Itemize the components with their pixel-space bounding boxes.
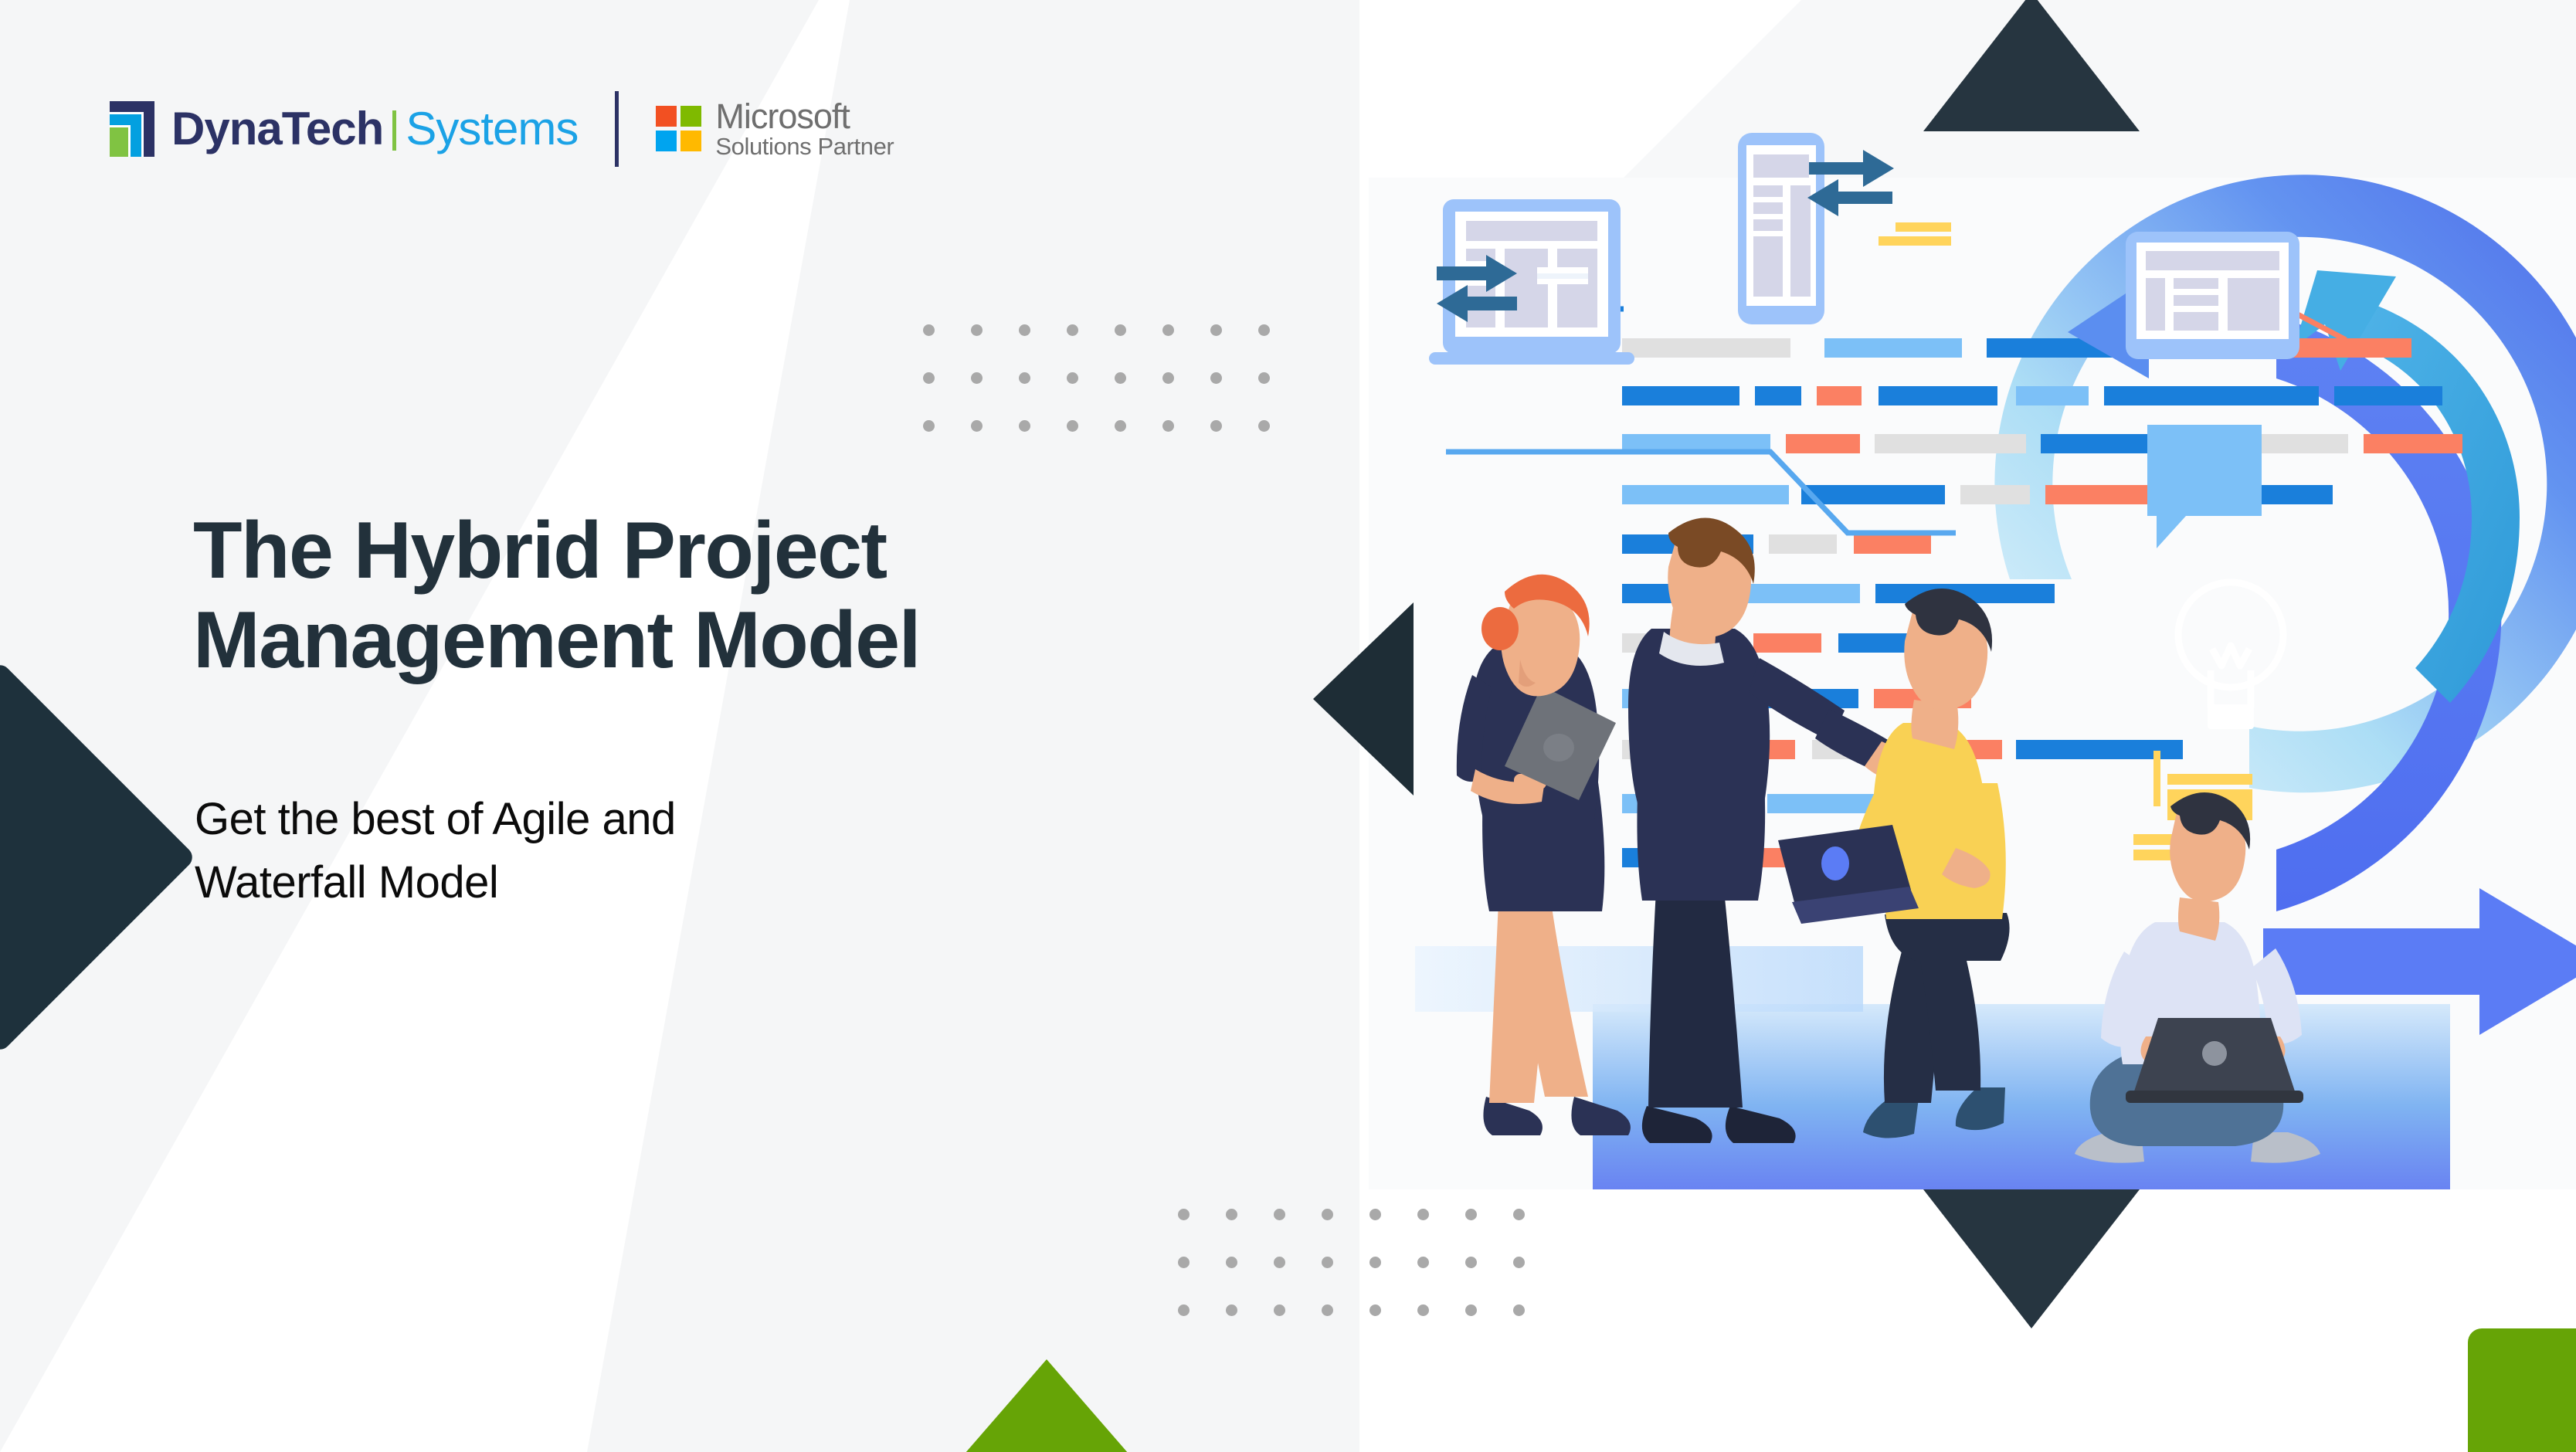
arrow-right-periwinkle-icon <box>2263 888 2576 1035</box>
dynatech-wordmark: DynaTech Systems <box>171 103 579 154</box>
grid-dot <box>1226 1209 1237 1220</box>
grid-dot <box>1115 420 1126 432</box>
dynatech-systems: Systems <box>406 103 579 154</box>
person-man-seated-laptop <box>2075 792 2320 1163</box>
grid-dot <box>1178 1257 1190 1268</box>
microsoft-subtitle: Solutions Partner <box>715 133 894 161</box>
green-corner-block <box>2468 1328 2576 1452</box>
grid-dot <box>1369 1257 1381 1268</box>
person-woman-with-tablet <box>1456 574 1631 1135</box>
grid-dot <box>1274 1257 1285 1268</box>
grid-dot <box>1178 1304 1190 1316</box>
headline-line-1: The Hybrid Project <box>193 506 888 595</box>
grid-dot <box>1115 372 1126 384</box>
microsoft-squares-icon <box>656 106 702 152</box>
laptop-mockup <box>1429 199 1634 365</box>
grid-dot <box>1067 420 1078 432</box>
hero-illustration <box>1369 116 2576 1213</box>
grid-dot <box>1465 1304 1477 1316</box>
grid-dot <box>1067 372 1078 384</box>
grid-dot <box>1274 1209 1285 1220</box>
microsoft-name: Microsoft <box>715 97 850 137</box>
grid-dot <box>1019 420 1030 432</box>
grid-dot <box>1513 1257 1525 1268</box>
monitor-mockup <box>2068 232 2299 378</box>
small-tab-shape <box>1537 267 1588 284</box>
grid-dot <box>971 420 983 432</box>
wordmark-divider <box>392 110 397 151</box>
grid-dot <box>1115 324 1126 336</box>
grid-dot <box>1369 1304 1381 1316</box>
grid-dot <box>1067 324 1078 336</box>
grid-dot <box>1178 1209 1190 1220</box>
microsoft-partner-logo: Microsoft Solutions Partner <box>656 98 894 160</box>
grid-dot <box>1019 372 1030 384</box>
grid-dot <box>1417 1209 1429 1220</box>
logo-divider <box>615 91 619 167</box>
grid-dot <box>1513 1209 1525 1220</box>
person-man-yellow-sweater <box>1778 588 2010 1138</box>
grid-dot <box>1513 1304 1525 1316</box>
grid-dot <box>1465 1209 1477 1220</box>
grid-dot <box>1226 1304 1237 1316</box>
lightbulb-base <box>2208 704 2254 729</box>
grid-dot <box>1210 324 1222 336</box>
grid-dot <box>1162 372 1174 384</box>
page-subtitle: Get the best of Agile and Waterfall Mode… <box>195 788 1044 915</box>
grid-dot <box>923 372 935 384</box>
curved-arrow-icon <box>2294 270 2520 703</box>
page-title: The Hybrid Project Management Model <box>193 506 1321 686</box>
grid-dot <box>1210 372 1222 384</box>
grid-dot <box>1322 1209 1333 1220</box>
swap-arrows-icon-left <box>1437 255 1517 322</box>
subhead-line-2: Waterfall Model <box>195 857 499 908</box>
grid-dot <box>1417 1304 1429 1316</box>
speech-bubble-icon <box>2147 425 2262 548</box>
grid-dot <box>1417 1257 1429 1268</box>
grid-dot <box>971 324 983 336</box>
triangle-up-dark-icon <box>1923 0 2140 131</box>
grid-dot <box>1322 1257 1333 1268</box>
grid-dot <box>971 372 983 384</box>
dynatech-name: DynaTech <box>171 103 384 154</box>
grid-dot <box>1465 1257 1477 1268</box>
triangle-green-icon <box>919 1359 1174 1452</box>
process-ring-graphic <box>1994 175 2576 911</box>
yellow-card-top <box>1879 222 1951 246</box>
phone-mockup <box>1738 133 1824 324</box>
diamond-dark-shape <box>0 660 197 1054</box>
headline-line-2: Management Model <box>193 595 921 686</box>
grid-dot <box>923 324 935 336</box>
grid-dot <box>1226 1257 1237 1268</box>
grid-dot <box>1369 1209 1381 1220</box>
diagonal-shade-top-left <box>0 0 819 1452</box>
grid-dot <box>1162 420 1174 432</box>
grid-dot <box>1210 420 1222 432</box>
diagonal-shade-middle <box>587 0 1359 1452</box>
grid-dot <box>1322 1304 1333 1316</box>
grid-dot <box>923 420 935 432</box>
grid-dot <box>1258 324 1270 336</box>
swap-arrows-icon-top <box>1807 150 1894 216</box>
grid-dot <box>1274 1304 1285 1316</box>
grid-dot <box>1258 420 1270 432</box>
dynatech-logo-icon <box>99 101 154 157</box>
grid-dot <box>1019 324 1030 336</box>
logo-bar: DynaTech Systems Microsoft Solutions Part… <box>99 91 894 167</box>
grid-dot <box>1258 372 1270 384</box>
grid-dot <box>1162 324 1174 336</box>
subhead-line-1: Get the best of Agile and <box>195 794 676 844</box>
lightbulb-icon <box>2174 578 2287 707</box>
